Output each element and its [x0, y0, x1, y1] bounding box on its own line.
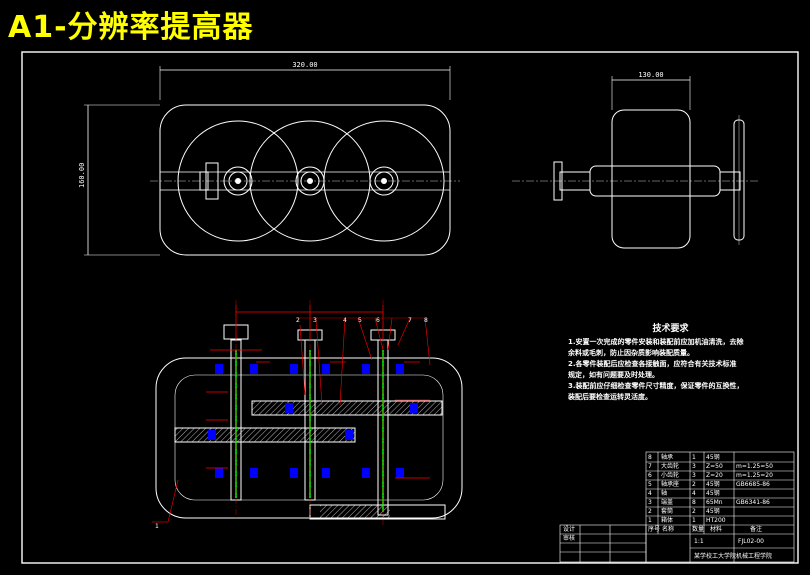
parts-cell-note: GB6341-86: [736, 499, 770, 506]
side-housing: [611, 109, 691, 249]
parts-cell-note: m=1.25=20: [736, 472, 773, 479]
drawing-title: A1-分辨率提高器: [8, 10, 254, 45]
parts-cell-qty: 1: [692, 454, 696, 461]
parts-cell-no: 8: [648, 454, 652, 461]
svg-text:1: 1: [155, 523, 159, 530]
parts-cell-note: GB6685-86: [736, 481, 770, 488]
parts-cell-no: 5: [648, 481, 652, 488]
parts-cell-qty: 3: [692, 472, 696, 479]
header-qty: 数量: [692, 525, 704, 533]
side-view: 130.00: [512, 71, 760, 249]
parts-cell-qty: 1: [692, 517, 696, 524]
bearings: [208, 364, 418, 478]
parts-cell-no: 6: [648, 472, 652, 479]
parts-cell-material: 45钢: [706, 480, 720, 488]
svg-text:5: 5: [358, 317, 362, 324]
dim-text-height: 160.00: [78, 163, 86, 188]
parts-cell-name: 箱体: [661, 516, 673, 524]
technical-requirements: 技术要求 1.安置一次完成的零件安装和装配前应加机油清洗，去除 余料或毛刺，防止…: [568, 324, 773, 403]
dim-text-side: 130.00: [638, 71, 663, 79]
tech-req-heading: 技术要求: [652, 324, 689, 334]
header-material: 材料: [710, 525, 722, 533]
parts-cell-name: 轴承: [661, 453, 673, 461]
parts-cell-qty: 4: [692, 490, 696, 497]
parts-list-table: [645, 451, 795, 563]
dim-text-width: 320.00: [292, 61, 317, 69]
check-label: 审核: [563, 534, 575, 542]
tech-req-item: 3.装配前应仔细检查零件尺寸精度，保证零件的互换性，: [568, 382, 744, 390]
parts-cell-qty: 2: [692, 508, 696, 515]
parts-cell-qty: 2: [692, 481, 696, 488]
parts-cell-name: 轴承座: [661, 480, 679, 488]
parts-cell-material: Z=50: [706, 463, 723, 470]
section-centerlines: [235, 300, 384, 525]
parts-cell-note: m=1.25=50: [736, 463, 773, 470]
design-label: 设计: [563, 525, 575, 533]
parts-cell-name: 套筒: [661, 507, 673, 515]
section-view: 1 2 3 4 5 6 7 8: [152, 300, 463, 530]
parts-cell-no: 1: [648, 517, 652, 524]
svg-text:7: 7: [408, 317, 412, 324]
parts-cell-name: 端盖: [661, 498, 673, 506]
parts-cell-no: 4: [648, 490, 652, 497]
parts-cell-qty: 3: [692, 463, 696, 470]
svg-text:8: 8: [424, 317, 428, 324]
parts-cell-qty: 8: [692, 499, 696, 506]
parts-cell-no: 7: [648, 463, 652, 470]
header-no: 序号: [648, 525, 660, 533]
title-block-left: [559, 524, 647, 563]
parts-cell-material: 45钢: [706, 453, 720, 461]
svg-text:6: 6: [376, 317, 380, 324]
header-name: 名称: [662, 525, 674, 533]
side-knob-left: [553, 161, 563, 201]
parts-cell-no: 3: [648, 499, 652, 506]
leader-lines: [152, 317, 431, 523]
parts-cell-material: 65Mn: [706, 499, 723, 506]
tech-req-item: 装配后要检查运转灵活度。: [568, 393, 652, 401]
front-view: 320.00 160.00: [78, 61, 460, 256]
tech-req-item: 规定，如有问题要及时处理。: [568, 371, 659, 379]
svg-text:3: 3: [313, 317, 317, 324]
tech-req-item: 2.各零件装配后应检查各接触面，应符合有关技术标准: [568, 360, 737, 368]
tech-req-item: 余料或毛刺，防止因杂质影响装配质量。: [568, 349, 694, 357]
school-name: 某学校工大学院机械工程学院: [694, 552, 772, 560]
section-housing: [155, 357, 463, 519]
tech-req-item: 1.安置一次完成的零件安装和装配前应加机油清洗，去除: [568, 338, 744, 346]
scale-value: 1:1: [694, 538, 704, 545]
parts-cell-material: 45钢: [706, 489, 720, 497]
housing-outline: [159, 104, 451, 256]
parts-cell-name: 小齿轮: [661, 471, 679, 479]
parts-cell-no: 2: [648, 508, 652, 515]
side-shaft-left: [559, 171, 591, 191]
title-block-right: [689, 534, 794, 562]
drawing-border: [21, 51, 799, 564]
side-shaft-right: [719, 171, 741, 191]
parts-cell-name: 轴: [661, 489, 667, 497]
parts-cell-material: 45钢: [706, 507, 720, 515]
header-note: 备注: [750, 525, 762, 533]
svg-text:4: 4: [343, 317, 347, 324]
parts-cell-material: Z=20: [706, 472, 723, 479]
leader-numbers: 1 2 3 4 5 6 7 8: [155, 317, 428, 530]
drawing-number: FJL02-00: [738, 538, 764, 545]
parts-cell-name: 大齿轮: [661, 462, 679, 470]
parts-cell-material: HT200: [706, 517, 726, 524]
svg-text:2: 2: [296, 317, 300, 324]
